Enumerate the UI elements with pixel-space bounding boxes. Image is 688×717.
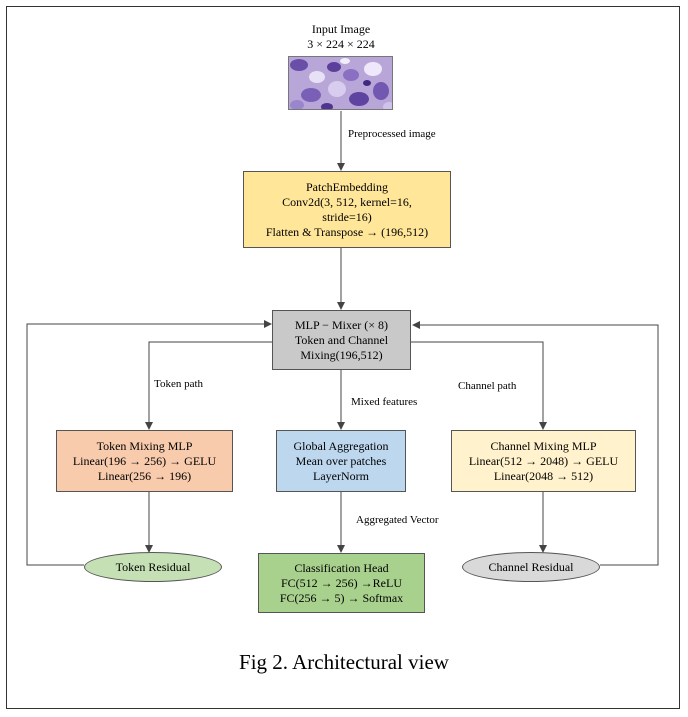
channel-mlp-line-1: Channel Mixing MLP — [490, 438, 597, 453]
channel-residual-label: Channel Residual — [488, 559, 574, 574]
figure-frame — [6, 6, 680, 709]
channel-residual-node: Channel Residual — [462, 552, 600, 582]
arrow-mixer-to-channel-mlp — [411, 341, 547, 430]
input-image — [288, 56, 393, 110]
patch-embedding-line-1: PatchEmbedding — [306, 179, 388, 194]
label-aggregated-vector: Aggregated Vector — [356, 514, 439, 526]
arrow-token-residual-loop — [26, 320, 272, 566]
patch-embedding-line-2: Conv2d(3, 512, kernel=16, — [282, 194, 412, 209]
mixer-line-3: Mixing(196,512) — [300, 347, 383, 362]
input-dims: 3 × 224 × 224 — [307, 37, 375, 51]
arrow-channel-residual-loop — [412, 321, 659, 566]
token-mlp-line-3: Linear(256 → 196) — [97, 468, 192, 483]
global-agg-line-3: LayerNorm — [313, 468, 369, 483]
classification-line-3: FC(256 → 5) → Softmax — [279, 590, 404, 605]
classification-line-2: FC(512 → 256) →ReLU — [281, 575, 402, 590]
token-residual-label: Token Residual — [115, 559, 191, 574]
label-channel-path: Channel path — [458, 380, 517, 392]
token-residual-node: Token Residual — [84, 552, 222, 582]
channel-mlp-line-2: Linear(512 → 2048) → GELU — [468, 453, 619, 468]
mixer-line-1: MLP − Mixer (× 8) — [294, 317, 389, 332]
global-agg-line-2: Mean over patches — [295, 453, 387, 468]
channel-mlp-line-3: Linear(2048 → 512) — [493, 468, 594, 483]
mixer-line-2: Token and Channel — [294, 332, 389, 347]
label-token-path: Token path — [154, 378, 204, 390]
patch-embedding-line-3: stride=16) — [322, 209, 372, 224]
token-mlp-line-2: Linear(196 → 256) → GELU — [72, 453, 217, 468]
arrow-mixer-to-token-mlp — [145, 341, 272, 430]
patch-embedding-line-4: Flatten & Transpose → (196,512) — [265, 224, 429, 239]
histology-image-icon — [289, 57, 392, 109]
label-mixed-features: Mixed features — [351, 396, 418, 408]
label-preprocessed: Preprocessed image — [348, 128, 436, 140]
input-image-title: Input Image 3 × 224 × 224 — [0, 22, 682, 52]
global-agg-line-1: Global Aggregation — [293, 438, 389, 453]
classification-line-1: Classification Head — [294, 560, 389, 575]
input-title: Input Image — [311, 22, 371, 36]
figure-caption: Fig 2. Architectural view — [239, 650, 449, 674]
token-mlp-line-1: Token Mixing MLP — [96, 438, 193, 453]
